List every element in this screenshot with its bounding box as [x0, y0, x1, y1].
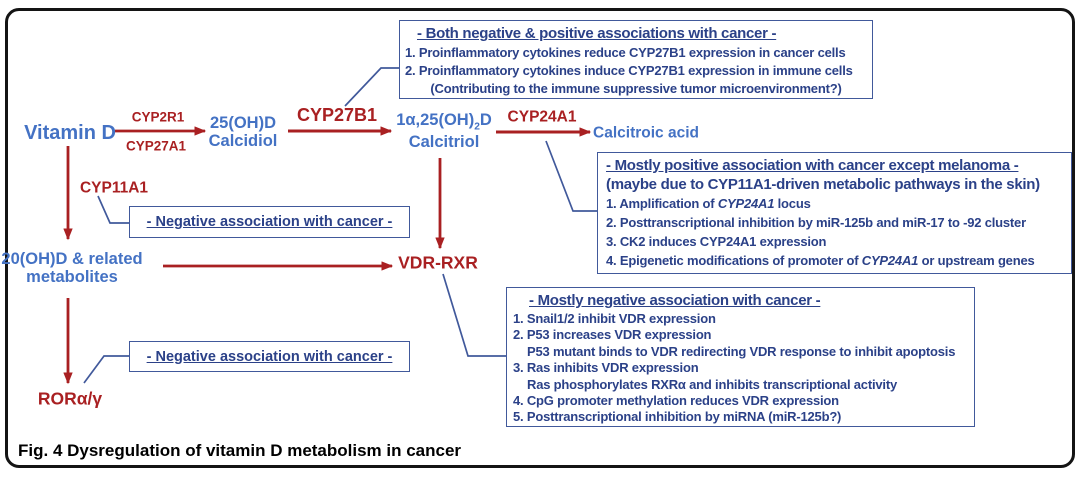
vdr-box-header: - Mostly negative association with cance…: [529, 292, 821, 309]
node-calcidiol-line1: 25(OH)D: [209, 113, 277, 132]
cyp24a1-box-item3: 3. CK2 induces CYP24A1 expression: [606, 234, 827, 249]
node-ror-alpha-gamma: RORα/γ: [37, 388, 103, 409]
cyp27b1-box-header: - Both negative & positive associations …: [417, 25, 777, 42]
node-calcitriol: 1α,25(OH)2D Calcitriol: [396, 111, 492, 151]
vdr-effects-box: - Mostly negative association with cance…: [506, 287, 975, 427]
node-vdr-rxr: VDR-RXR: [398, 252, 478, 273]
cyp24a1-box-header: - Mostly positive association with cance…: [606, 157, 1019, 174]
enzyme-cyp11a1: CYP11A1: [79, 179, 149, 197]
connector-cyp27b1-to-topbox: [344, 67, 399, 107]
cyp11a1-association-box: - Negative association with cancer -: [129, 206, 410, 238]
node-calcitroic-acid: Calcitroic acid: [593, 124, 699, 142]
ror-association-box: - Negative association with cancer -: [129, 341, 410, 372]
cyp24a1-box-item4: 4. Epigenetic modifications of promoter …: [606, 253, 1035, 268]
cyp24a1-box-item2: 2. Posttranscriptional inhibition by miR…: [606, 215, 1026, 230]
cyp24a1-box-item1: 1. Amplification of CYP24A1 locus: [606, 196, 811, 211]
connector-cyp24a1-to-midbox: [545, 140, 597, 212]
figure-caption: Fig. 4 Dysregulation of vitamin D metabo…: [18, 441, 462, 460]
vdr-box-item1: 1. Snail1/2 inhibit VDR expression: [513, 311, 716, 326]
connector-ror-to-negbox2: [83, 355, 129, 384]
node-vitamin-d: Vitamin D: [24, 122, 116, 144]
enzyme-cyp2r1: CYP2R1: [131, 109, 185, 125]
enzyme-cyp24a1: CYP24A1: [507, 108, 577, 126]
connector-vdrrxr-to-bottombox: [442, 273, 507, 357]
figure-frame: [5, 8, 1075, 468]
node-20ohd-line2: metabolites: [26, 268, 118, 286]
cyp27b1-effects-box: - Both negative & positive associations …: [399, 20, 873, 99]
vdr-box-item2: 2. P53 increases VDR expression: [513, 327, 712, 343]
node-20ohd-line1: 20(OH)D & related: [1, 249, 143, 268]
vdr-box-item3-cont: Ras phosphorylates RXRα and inhibits tra…: [527, 376, 897, 392]
vdr-box-item3: 3. Ras inhibits VDR expression: [513, 360, 699, 376]
vdr-box-item5: 5. Posttranscriptional inhibition by miR…: [513, 409, 842, 425]
cyp24a1-box-subheader: (maybe due to CYP11A1-driven metabolic p…: [606, 176, 1040, 193]
cyp27b1-box-item2: 2. Proinflammatory cytokines induce CYP2…: [405, 63, 853, 78]
vdr-box-item4: 4. CpG promoter methylation reduces VDR …: [513, 393, 839, 409]
connector-cyp11a1-to-negbox1: [97, 195, 129, 224]
ror-association-label: - Negative association with cancer -: [146, 348, 393, 365]
enzyme-cyp27a1: CYP27A1: [125, 138, 187, 154]
cyp27b1-box-item3: (Contributing to the immune suppressive …: [430, 81, 842, 96]
cyp24a1-effects-box: - Mostly positive association with cance…: [597, 152, 1072, 274]
enzyme-cyp27b1: CYP27B1: [296, 105, 378, 126]
cyp27b1-box-item1: 1. Proinflammatory cytokines reduce CYP2…: [405, 45, 846, 60]
node-20ohd-metabolites: 20(OH)D & related metabolites: [1, 250, 142, 286]
node-calcitriol-line2: Calcitriol: [408, 132, 480, 151]
vdr-box-item2-cont: P53 mutant binds to VDR redirecting VDR …: [527, 343, 956, 359]
cyp11a1-association-label: - Negative association with cancer -: [146, 214, 393, 230]
node-calcidiol-line2: Calcidiol: [208, 132, 278, 150]
node-calcitriol-line1: 1α,25(OH)2D: [396, 111, 492, 133]
node-calcidiol: 25(OH)D Calcidiol: [209, 114, 278, 150]
